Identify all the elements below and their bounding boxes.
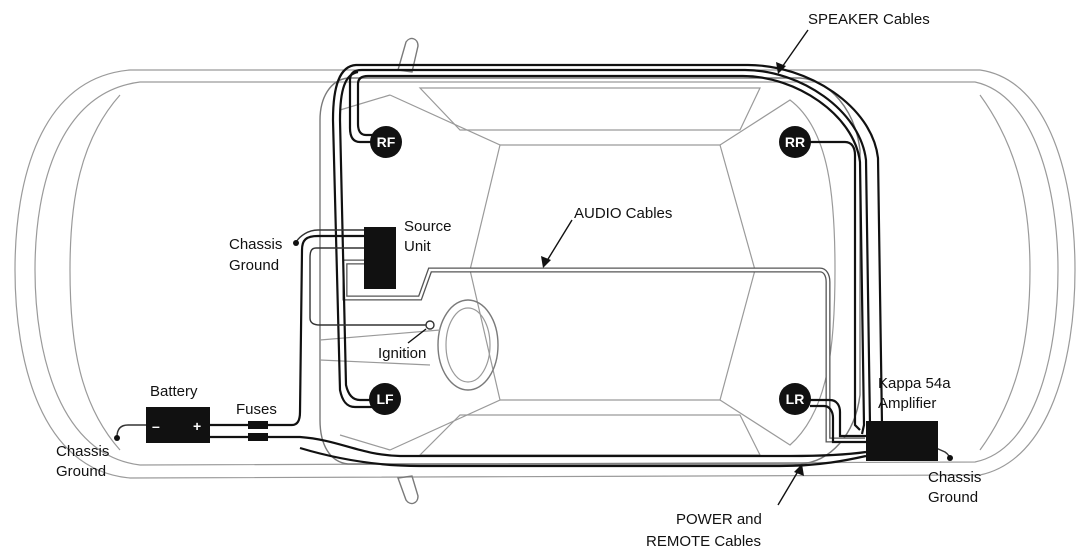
battery-plus-label: + <box>193 418 201 434</box>
remote-cable-source-to-amp <box>208 234 365 427</box>
ignition-point <box>425 320 435 330</box>
audio-cables-leader <box>544 219 573 265</box>
speaker-cable-rf-1 <box>348 68 872 433</box>
source-unit: Source Unit <box>364 218 452 289</box>
speaker-cable-rr-1 <box>810 140 861 431</box>
mirror-top <box>397 37 419 73</box>
battery-box <box>146 407 210 443</box>
rear-trunk-line <box>979 94 1031 451</box>
chassis-ground-dash-label-line2: Ground <box>229 257 279 274</box>
speaker-cables-arrowhead <box>776 62 786 74</box>
power-cable-lower-run <box>299 446 867 468</box>
source-unit-box <box>364 227 396 289</box>
speaker-rf-label: RF <box>377 134 396 150</box>
power-cables-label-line1: POWER and <box>676 511 762 528</box>
speaker-rf-badge <box>370 126 402 158</box>
source-unit-label-line1: Source <box>404 218 452 235</box>
speaker-lf-label: LF <box>376 391 394 407</box>
steering-wheel-outer <box>437 299 499 391</box>
battery-label: Battery <box>150 383 198 400</box>
chassis-ground-left-wire <box>116 424 150 438</box>
amplifier-box <box>866 421 938 461</box>
speaker-cable-rf-2 <box>356 74 866 435</box>
fuse-1 <box>248 421 268 429</box>
front-hood-line <box>69 94 121 451</box>
source-unit-label-line2: Unit <box>404 238 432 255</box>
chassis-ground-dash-point <box>293 240 299 246</box>
speaker-rr-badge <box>779 126 811 158</box>
chassis-ground-dash-label-line1: Chassis <box>229 236 282 253</box>
amplifier-label-line1: Kappa 54a <box>878 375 951 392</box>
fuse-2 <box>248 433 268 441</box>
ignition-leader <box>407 328 427 344</box>
chassis-ground-left-point <box>114 435 120 441</box>
speaker-cable-lf-2 <box>331 63 884 426</box>
battery: – + Battery <box>146 383 210 443</box>
rear-window <box>719 99 836 446</box>
roof-bottom-edge <box>418 414 761 456</box>
speaker-cable-lr-1 <box>810 398 866 438</box>
speaker-cables-label: SPEAKER Cables <box>808 11 930 28</box>
source-ignition-wire <box>309 247 428 326</box>
chassis-ground-right-point <box>947 455 953 461</box>
chassis-ground-dash-wire <box>295 229 365 243</box>
audio-cables-arrowhead <box>541 256 551 268</box>
amplifier: Kappa 54a Amplifier <box>866 375 951 461</box>
power-cables <box>116 229 951 468</box>
mirror-bottom <box>397 475 419 505</box>
audio-cables-label: AUDIO Cables <box>574 205 672 222</box>
amplifier-label-line2: Amplifier <box>878 395 936 412</box>
speaker-rr-label: RR <box>785 134 805 150</box>
battery-minus-label: – <box>152 418 160 434</box>
car-outline-inner <box>34 81 1059 466</box>
roof-top-edge <box>418 87 761 131</box>
power-cable-battery-to-amp <box>208 435 867 458</box>
chassis-ground-left-label-line2: Ground <box>56 463 106 480</box>
ignition-label: Ignition <box>378 345 426 362</box>
speaker-lr-label: LR <box>786 391 805 407</box>
chassis-ground-right-label-line1: Chassis <box>928 469 981 486</box>
power-cables-leader <box>777 467 801 506</box>
speaker-cables <box>331 63 884 444</box>
audio-cable-run-inner <box>343 260 865 442</box>
speaker-rf: RF <box>370 126 402 158</box>
power-cables-label-line2: REMOTE Cables <box>646 533 761 550</box>
speaker-cable-lf-1 <box>338 70 385 402</box>
leaders <box>407 29 809 506</box>
car-body <box>14 37 1076 505</box>
audio-cables <box>342 259 865 443</box>
speaker-lf: LF <box>369 383 401 415</box>
chassis-ground-right-label-line2: Ground <box>928 489 978 506</box>
fuses-label: Fuses <box>236 401 277 418</box>
speaker-lr-badge <box>779 383 811 415</box>
windshield-inner <box>339 94 391 451</box>
speaker-cables-leader <box>779 29 809 71</box>
speaker-rr: RR <box>779 126 811 158</box>
power-cables-arrowhead <box>794 464 804 476</box>
steering-wheel-inner <box>445 307 491 383</box>
speaker-cable-lr-2 <box>810 404 866 444</box>
car-outline-outer <box>14 69 1076 479</box>
speaker-lr: LR <box>779 383 811 415</box>
speaker-lf-badge <box>369 383 401 415</box>
cabin-outline <box>319 77 861 465</box>
chassis-ground-left-label-line1: Chassis <box>56 443 109 460</box>
